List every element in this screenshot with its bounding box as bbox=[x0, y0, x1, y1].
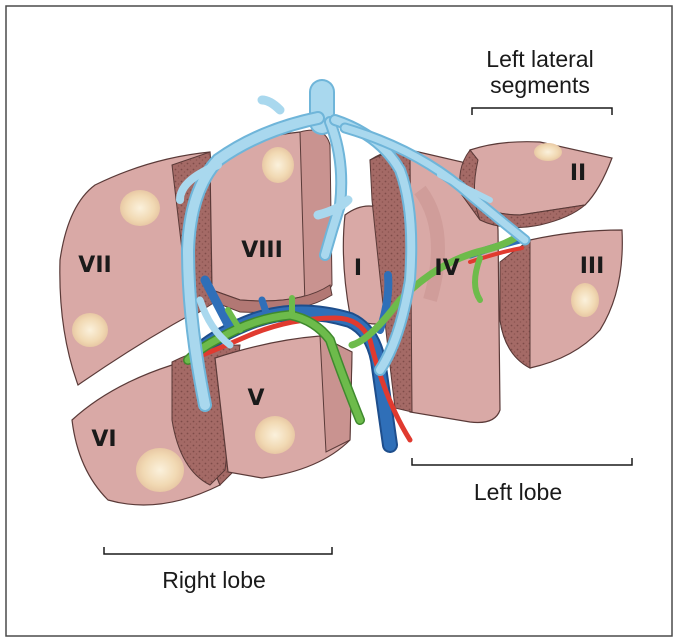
bile-duct bbox=[183, 231, 524, 425]
lesion bbox=[120, 190, 160, 226]
segment-iii bbox=[499, 229, 623, 369]
segment-label-iv: IV bbox=[434, 256, 459, 281]
right-lobe-caption: Right lobe bbox=[162, 567, 266, 593]
segment-label-ii: II bbox=[570, 161, 586, 186]
lesion bbox=[72, 313, 108, 347]
left-lateral-bracket bbox=[471, 107, 613, 115]
segment-label-i: I bbox=[354, 256, 362, 281]
hepatic-artery bbox=[192, 246, 524, 443]
segment-label-viii: VIII bbox=[241, 238, 283, 263]
left-lateral-caption-line2: segments bbox=[490, 72, 590, 98]
left-lobe-bracket bbox=[411, 458, 633, 466]
lesion bbox=[534, 143, 562, 161]
left-lateral-caption-line1: Left lateral bbox=[486, 46, 593, 72]
segment-label-vii: VII bbox=[78, 253, 111, 278]
lesion bbox=[136, 448, 184, 492]
segment-label-v: V bbox=[247, 386, 264, 411]
left-lobe-caption: Left lobe bbox=[474, 479, 562, 505]
lesion bbox=[571, 283, 599, 317]
segment-label-vi: VI bbox=[91, 427, 116, 452]
right-lobe-bracket bbox=[103, 547, 333, 555]
lesion bbox=[262, 147, 294, 183]
lesion bbox=[255, 416, 295, 454]
hepatic-veins bbox=[176, 79, 531, 412]
segment-v bbox=[171, 335, 353, 486]
segment-label-iii: III bbox=[580, 254, 605, 279]
